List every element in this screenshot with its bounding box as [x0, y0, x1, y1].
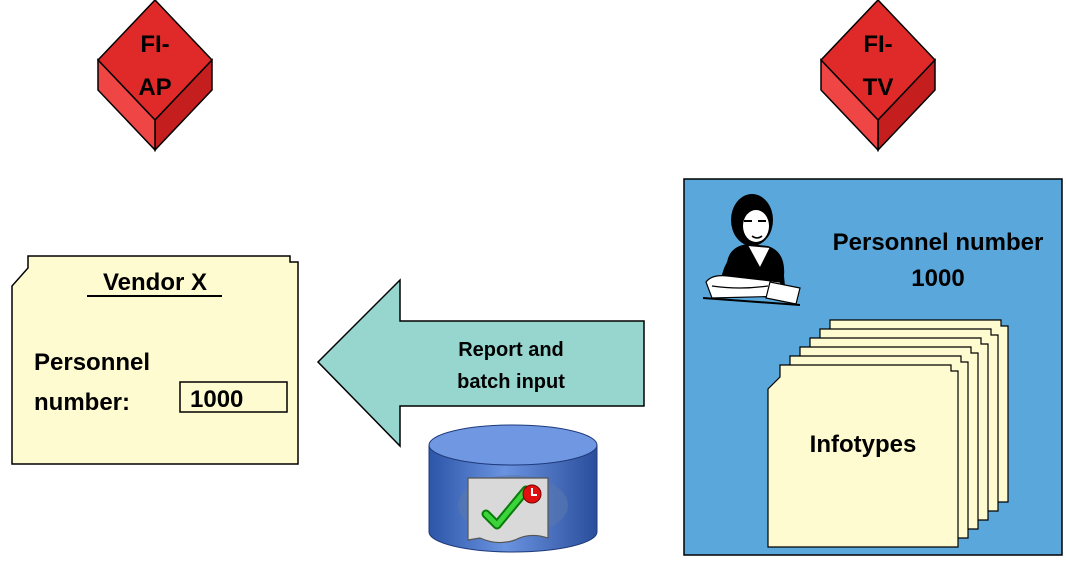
person-at-desk-icon — [702, 194, 801, 306]
fi-ap-label-line1: FI- — [140, 31, 169, 58]
fi-ap-module-cube: FI- AP — [96, 0, 214, 152]
personnel-number-value: 1000 — [190, 386, 243, 413]
arrow-label-line1: Report and — [458, 339, 564, 361]
personnel-number-field[interactable] — [179, 381, 288, 413]
fi-tv-module-cube: FI- TV — [819, 0, 937, 152]
infotypes-label: Infotypes — [810, 431, 917, 458]
fi-tv-label-line2: TV — [863, 74, 894, 101]
hr-master-data-panel: Personnel number 1000 Infotypes — [683, 178, 1063, 556]
hr-panel-title-line2: 1000 — [911, 265, 964, 292]
fi-tv-label-line1: FI- — [863, 31, 892, 58]
database-batch-job-icon — [428, 424, 598, 553]
vendor-card-title: Vendor X — [103, 269, 207, 296]
report-batch-input-arrow: Report and batch input — [316, 278, 645, 448]
vendor-card: Vendor X Personnel number: 1000 — [11, 255, 299, 465]
fi-ap-label-line2: AP — [138, 74, 171, 101]
arrow-label-line2: batch input — [457, 371, 565, 393]
hr-panel-title-line1: Personnel number — [833, 229, 1044, 256]
vendor-field-label-line2: number: — [34, 389, 130, 416]
vendor-field-label-line1: Personnel — [34, 349, 150, 376]
infotype-front-folder — [767, 364, 959, 548]
infotype-folder-stack: Infotypes — [767, 319, 1009, 548]
